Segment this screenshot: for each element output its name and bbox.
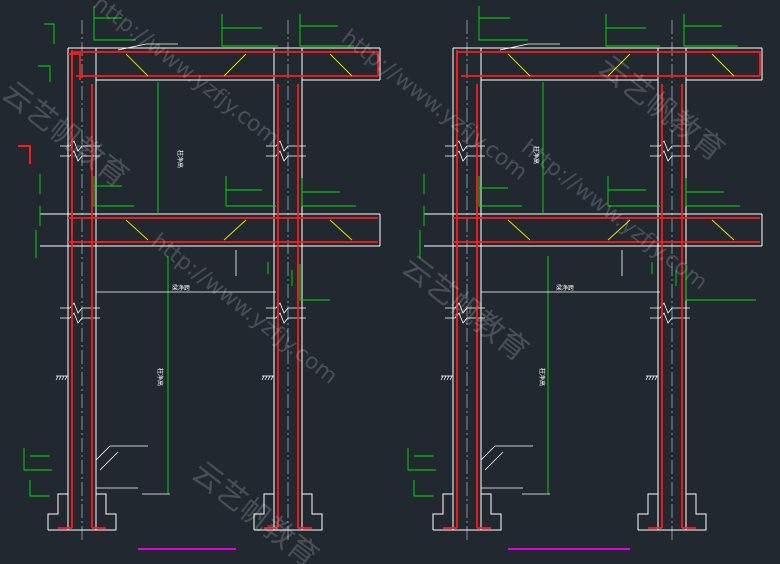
column-break-lines bbox=[60, 140, 306, 324]
upper-column-height-label: 柱净高 bbox=[176, 150, 184, 168]
footings bbox=[47, 493, 323, 531]
span-clear-label: 梁净跨 bbox=[556, 284, 574, 292]
roof-beam-rebar bbox=[68, 51, 379, 80]
column-rebar bbox=[443, 50, 696, 529]
roof-beam bbox=[68, 47, 381, 81]
dimension-lines bbox=[407, 6, 756, 497]
upper-column-height-label: 柱净高 bbox=[532, 146, 540, 164]
footings bbox=[432, 493, 707, 531]
section-marker bbox=[18, 145, 31, 164]
beam-stirrup-zones bbox=[125, 53, 353, 241]
left-column bbox=[452, 48, 482, 530]
floor-beam-rebar bbox=[68, 212, 378, 243]
beam-stirrup-zones bbox=[507, 53, 735, 241]
lower-column-height-label: 柱净高 bbox=[156, 368, 164, 386]
column-axis-lines bbox=[466, 20, 673, 540]
column-axis-lines bbox=[81, 20, 289, 540]
right-column bbox=[273, 48, 303, 530]
roof-beam bbox=[453, 47, 763, 81]
white-leaders bbox=[95, 43, 276, 495]
floor-beam bbox=[424, 213, 763, 247]
dimension-lines bbox=[23, 6, 356, 497]
span-clear-label: 梁净跨 bbox=[172, 284, 190, 292]
floor-beam bbox=[40, 213, 381, 247]
ground-hatch bbox=[440, 375, 658, 381]
floor-beam-rebar bbox=[453, 217, 760, 243]
white-leaders bbox=[480, 43, 660, 495]
frame-elevation-left: 柱净高 梁净跨 柱净高 bbox=[18, 6, 381, 550]
ground-hatch bbox=[55, 375, 274, 381]
frame-elevation-right: 柱净高 梁净跨 柱净高 bbox=[407, 6, 763, 550]
column-rebar bbox=[58, 50, 312, 529]
column-break-lines bbox=[445, 140, 690, 324]
left-column bbox=[67, 48, 97, 530]
roof-beam-rebar bbox=[456, 51, 761, 110]
lower-column-height-label: 柱净高 bbox=[538, 368, 546, 386]
